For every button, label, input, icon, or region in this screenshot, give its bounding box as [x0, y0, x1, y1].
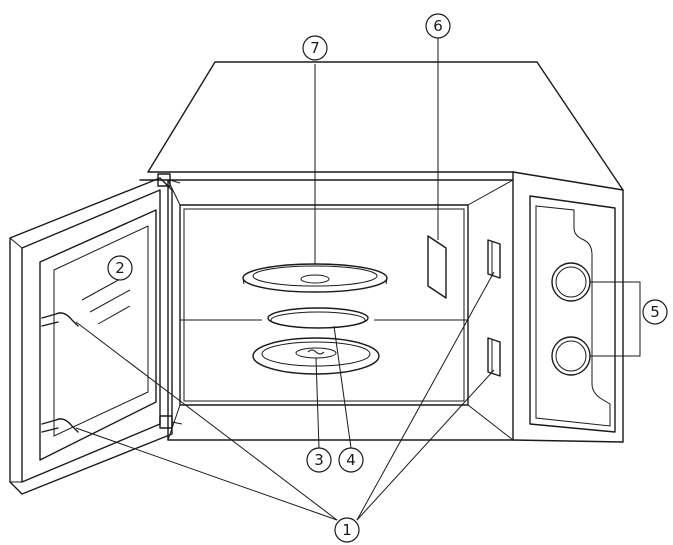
callout-2-label: 2 [115, 259, 125, 277]
oven-cavity [167, 179, 514, 441]
wave-guide-cover [427, 235, 447, 299]
callout-oven-window: 2 [107, 255, 133, 281]
door-latch-slots [487, 239, 501, 377]
callout-roller-ring: 4 [338, 447, 364, 473]
glass-tray [242, 263, 388, 293]
callout-1-label: 1 [342, 521, 352, 539]
cabinet [139, 61, 624, 443]
callout-4-label: 4 [346, 451, 356, 469]
callout-wave-guide: 6 [425, 13, 451, 39]
control-panel [529, 195, 641, 433]
callout-glass-tray: 7 [302, 35, 328, 61]
roller-ring [267, 307, 369, 329]
oven-door [9, 177, 173, 495]
leader-lines [75, 38, 495, 521]
callout-3-label: 3 [314, 451, 324, 469]
turntable-base [252, 337, 380, 375]
callout-control-panel: 5 [642, 299, 668, 325]
hinges [157, 173, 183, 429]
callout-7-label: 7 [310, 39, 320, 57]
callout-door-safety-lock: 1 [334, 517, 360, 543]
callout-5-label: 5 [650, 303, 660, 321]
callout-shaft: 3 [306, 447, 332, 473]
callout-6-label: 6 [433, 17, 443, 35]
